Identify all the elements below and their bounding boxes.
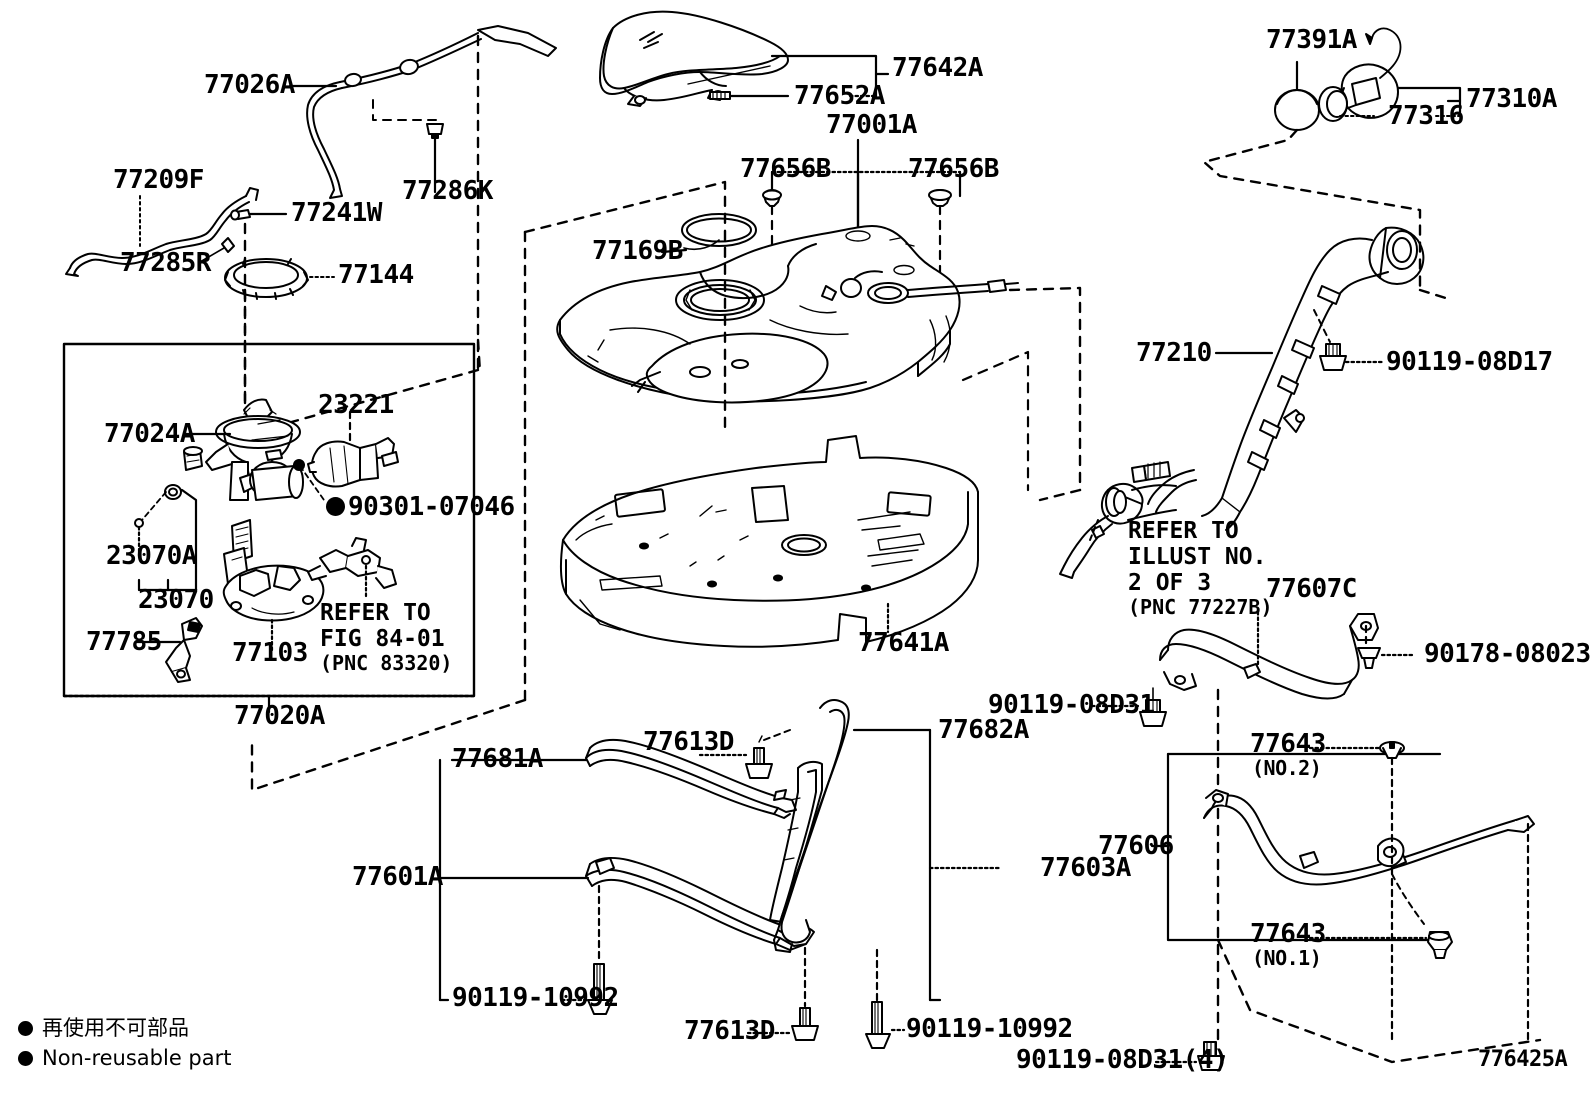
part-label-77603A: 77603A — [1040, 853, 1131, 883]
part-label-77613D-bottom: 77613D — [684, 1016, 775, 1046]
part-label-77285R: 77285R — [120, 248, 211, 278]
part-77103-bracket — [222, 519, 325, 622]
part-label-23070A: 23070A — [106, 541, 197, 571]
part-label-90119-10992-center: 90119-10992 — [906, 1014, 1073, 1044]
part-label-77241W: 77241W — [291, 198, 382, 228]
refer-to-illust-line1: REFER TO — [1128, 518, 1239, 544]
part-83320-sender — [307, 537, 397, 589]
part-77656B-grommet-right — [928, 189, 952, 207]
part-77026A-hose — [306, 25, 557, 199]
refer-to-fig-pnc: (PNC 83320) — [320, 651, 453, 675]
part-label-77020A: 77020A — [234, 701, 325, 731]
part-label-77144: 77144 — [338, 260, 414, 290]
part-label-77601A: 77601A — [352, 862, 443, 892]
part-label-77613D-top: 77613D — [643, 727, 734, 757]
legend-text-jp: 再使用不可部品 — [42, 1016, 189, 1040]
part-77391A-cover — [1274, 89, 1320, 131]
part-90119-10992-bolt-center — [865, 1001, 891, 1049]
part-77613D-bolt-bottom — [791, 1007, 819, 1041]
part-label-90301-07046: 90301-07046 — [348, 492, 515, 522]
part-77656B-grommet-left — [762, 189, 782, 207]
part-label-77641A: 77641A — [858, 628, 949, 658]
part-label-90119-08D17: 90119-08D17 — [1386, 347, 1553, 377]
part-77642A-protector — [599, 10, 789, 107]
part-label-77026A: 77026A — [204, 70, 295, 100]
refer-to-fig-line1: REFER TO — [320, 600, 431, 626]
filled-circle-icon — [18, 1021, 33, 1036]
part-label-77103: 77103 — [232, 638, 308, 668]
part-label-77209F: 77209F — [113, 165, 204, 195]
non-reusable-dot-90301 — [326, 497, 345, 516]
part-label-90119-10992-left: 90119-10992 — [452, 983, 619, 1013]
part-label-77643-no2-sub: (NO.2) — [1252, 756, 1322, 780]
part-label-77652A: 77652A — [794, 81, 885, 111]
part-label-77286K: 77286K — [402, 176, 493, 206]
part-label-77210: 77210 — [1136, 338, 1212, 368]
part-77241W-clip — [230, 209, 251, 221]
part-label-77001A: 77001A — [826, 110, 917, 140]
part-label-77391A: 77391A — [1266, 25, 1357, 55]
part-77024A-fuel-pump — [205, 398, 304, 501]
part-label-77024A: 77024A — [104, 419, 195, 449]
part-label-77169B: 77169B — [592, 236, 683, 266]
part-77144-ring — [224, 258, 309, 300]
part-label-77643-no1: 77643 — [1250, 919, 1326, 949]
part-23070A-oring — [164, 484, 182, 500]
part-label-77643-no1-sub: (NO.1) — [1252, 946, 1322, 970]
part-77001A-fuel-tank — [556, 225, 1019, 404]
part-77209F-hose — [65, 187, 259, 277]
part-label-77656B-right: 77656B — [908, 154, 999, 184]
refer-to-illust-line3: 2 OF 3 — [1128, 570, 1212, 596]
part-label-90178-08023: 90178-08023 — [1424, 639, 1591, 669]
part-label-77316: 77316 — [1388, 101, 1464, 131]
part-90119-08D31-bolt — [1139, 699, 1167, 727]
part-90119-08D31-4-bolt — [1197, 1041, 1225, 1071]
part-label-77606: 77606 — [1098, 831, 1174, 861]
part-label-23221: 23221 — [318, 390, 394, 420]
part-90119-08D17-bolt — [1319, 343, 1347, 371]
part-77613D-bolt-top — [745, 747, 773, 779]
drawing-number: 776425A — [1478, 1047, 1568, 1072]
part-90119-10992-bolt-left — [587, 963, 613, 1015]
part-77643-no2-clip — [1379, 741, 1405, 759]
legend-item-en: Non-reusable part — [18, 1046, 231, 1070]
part-23221-fuel-pump — [307, 437, 399, 488]
refer-to-illust-pnc: (PNC 77227B) — [1128, 595, 1273, 619]
part-label-90119-08D31-4: 90119-08D31(4) — [1016, 1045, 1229, 1075]
part-77603A-support — [769, 760, 823, 944]
part-90178-08023-nut — [1357, 647, 1381, 669]
part-77643-no1-clip — [1427, 931, 1453, 959]
part-label-77785: 77785 — [86, 627, 162, 657]
part-77607C-strap — [1159, 613, 1379, 700]
filled-circle-icon — [18, 1051, 33, 1066]
part-77316-gasket — [1318, 86, 1348, 122]
part-label-77310A: 77310A — [1466, 84, 1557, 114]
part-77285R-clip — [221, 237, 235, 253]
part-label-77682A: 77682A — [938, 715, 1029, 745]
part-label-77681A: 77681A — [452, 744, 543, 774]
part-label-77643-no2: 77643 — [1250, 729, 1326, 759]
part-77310A-fuel-cap — [1339, 27, 1402, 119]
part-77785-bracket — [165, 617, 203, 683]
part-77641A-shield — [560, 435, 979, 648]
part-23070-filter — [183, 446, 203, 471]
part-77169B-oring — [681, 213, 757, 247]
part-label-90119-08D31: 90119-08D31 — [988, 690, 1155, 720]
part-77210-filler-pipe — [1059, 226, 1425, 579]
part-77652A-screw — [709, 91, 731, 100]
part-77681A-strap — [585, 739, 797, 819]
refer-to-fig-line2: FIG 84-01 — [320, 626, 445, 652]
part-77601A-strap — [585, 856, 815, 951]
refer-to-illust-line2: ILLUST NO. — [1128, 544, 1267, 570]
part-label-23070: 23070 — [138, 585, 214, 615]
part-label-77656B-left: 77656B — [740, 154, 831, 184]
legend-item-jp: 再使用不可部品 — [18, 1012, 189, 1042]
legend-text-en: Non-reusable part — [42, 1046, 232, 1070]
part-label-77642A: 77642A — [892, 53, 983, 83]
part-77606-strap — [1203, 789, 1535, 886]
part-label-77607C: 77607C — [1266, 574, 1357, 604]
